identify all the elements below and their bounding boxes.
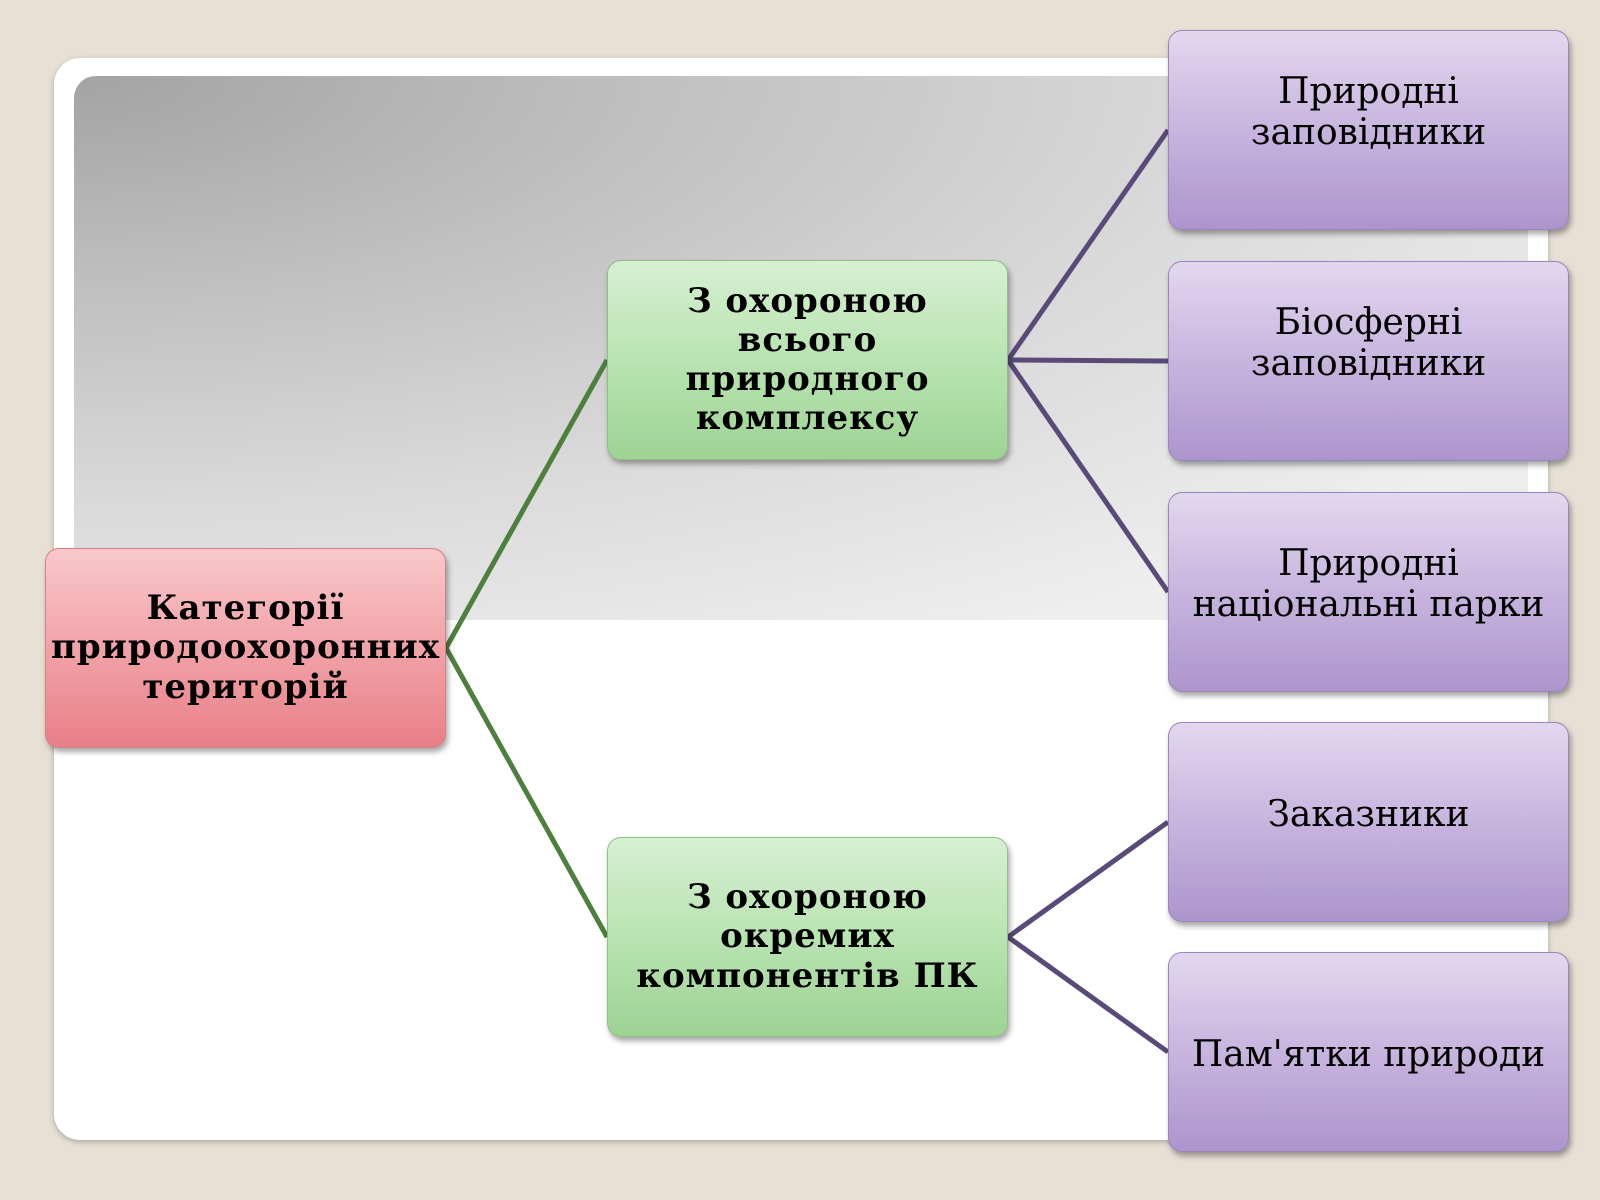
connector-branch-2-leaf-4	[1006, 819, 1170, 940]
node-leaf-wildlife-sanctuaries: Заказники	[1168, 722, 1569, 922]
node-label: Заказники	[1267, 794, 1470, 836]
node-label: Природні заповідники	[1250, 70, 1487, 153]
node-branch-whole-complex: З охороною всього природного комплексу	[607, 260, 1008, 460]
node-leaf-natural-monuments: Пам'ятки природи	[1168, 952, 1569, 1152]
node-root-categories: Категорії природоохоронних територій	[45, 548, 446, 748]
connector-branch-1-leaf-2	[1007, 357, 1169, 364]
node-leaf-nature-reserves: Природні заповідники	[1168, 30, 1569, 230]
connector-root-branch-1	[443, 358, 610, 650]
node-label: З охороною окремих компонентів ПК	[636, 877, 979, 996]
node-label: З охороною всього природного комплексу	[685, 280, 930, 439]
node-label: Біосферні заповідники	[1250, 301, 1487, 384]
node-label: Пам'ятки природи	[1191, 1034, 1546, 1076]
node-leaf-biosphere-reserves: Біосферні заповідники	[1168, 261, 1569, 461]
node-label: Категорії природоохоронних територій	[51, 588, 441, 707]
node-leaf-national-parks: Природні національні парки	[1168, 492, 1569, 692]
connector-branch-1-leaf-3	[1005, 358, 1171, 594]
node-label: Природні національні парки	[1192, 542, 1545, 625]
connector-branch-2-leaf-5	[1006, 934, 1170, 1055]
connector-branch-1-leaf-1	[1005, 128, 1171, 362]
node-branch-separate-components: З охороною окремих компонентів ПК	[607, 837, 1008, 1037]
connector-root-branch-2	[443, 646, 610, 939]
